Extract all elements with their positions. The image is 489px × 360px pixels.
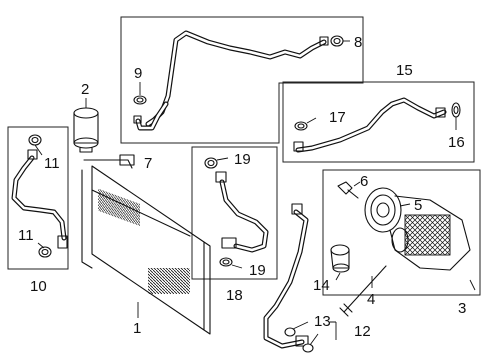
callout-7: 7 <box>144 155 152 172</box>
group-box-15 <box>282 81 475 163</box>
callout-18: 18 <box>226 287 243 304</box>
callout-2: 2 <box>81 81 89 98</box>
callout-17: 17 <box>329 109 346 126</box>
group-box-18 <box>191 146 278 280</box>
hose-assembly-10 <box>11 149 68 249</box>
callout-1: 1 <box>133 320 141 337</box>
group-box-10 <box>7 126 69 270</box>
condenser <box>81 154 211 335</box>
callout-11-top: 11 <box>44 155 60 172</box>
group-box-3 <box>322 169 481 296</box>
bolt-6 <box>337 181 359 199</box>
callout-11-bottom: 11 <box>18 227 34 244</box>
callout-16: 16 <box>448 134 465 151</box>
callout-19-bottom: 19 <box>249 262 266 279</box>
callout-13: 13 <box>314 313 331 330</box>
bolt-4 <box>339 265 387 317</box>
hose-assembly-18 <box>215 171 269 253</box>
callout-10: 10 <box>30 278 47 295</box>
callout-14: 14 <box>313 277 330 294</box>
discharge-hose-12 <box>263 203 309 349</box>
sleeve-14 <box>330 244 350 273</box>
callout-12: 12 <box>354 323 371 340</box>
callout-9: 9 <box>134 65 142 82</box>
group-box-7 <box>120 16 364 144</box>
receiver-drier <box>73 107 99 153</box>
callout-8: 8 <box>354 34 362 51</box>
suction-line-tube <box>293 97 447 153</box>
o-ring-13-a <box>284 327 296 337</box>
callout-15: 15 <box>396 62 413 79</box>
callout-5: 5 <box>414 197 422 214</box>
liquid-line-tube <box>133 30 329 131</box>
o-ring-13-b <box>302 343 314 353</box>
callout-19-top: 19 <box>234 151 251 168</box>
callout-6: 6 <box>360 173 368 190</box>
compressor <box>364 187 471 271</box>
callout-3: 3 <box>458 300 466 317</box>
callout-4: 4 <box>367 291 375 308</box>
